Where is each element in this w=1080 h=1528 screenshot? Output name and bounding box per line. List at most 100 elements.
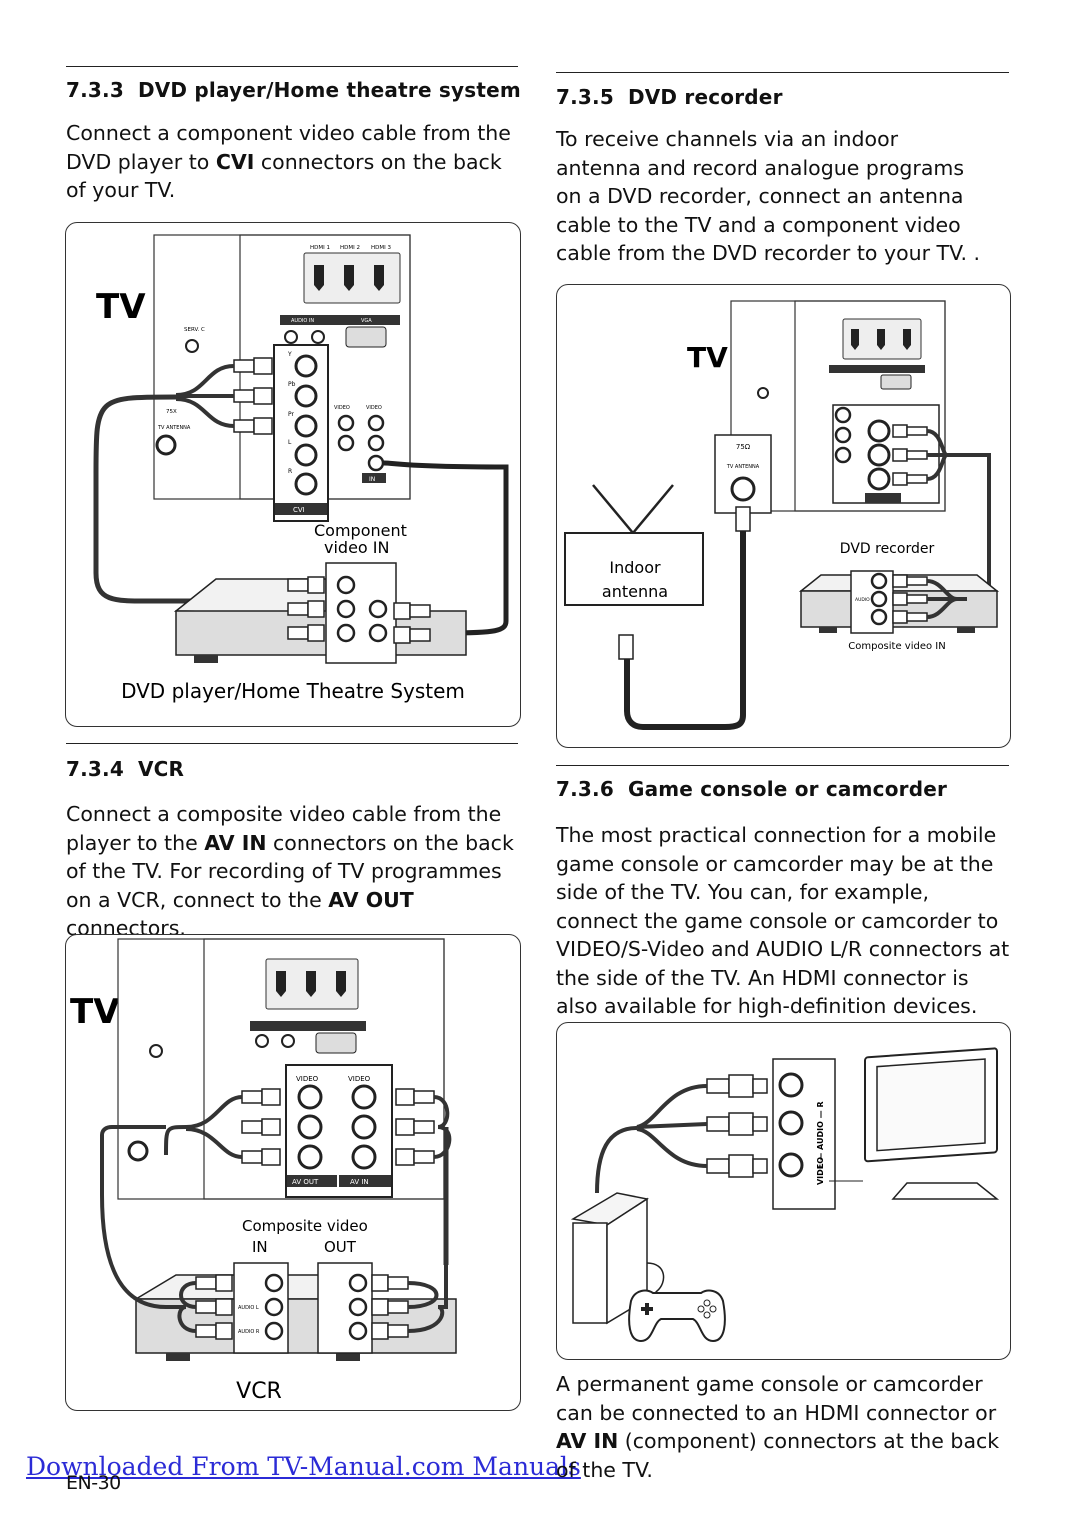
audio-cable (383, 460, 509, 636)
button-icon (703, 1311, 711, 1319)
player-plugs (287, 576, 431, 644)
audio-jack (255, 1034, 269, 1048)
text-part: Connect a component video cable from the… (66, 121, 511, 174)
text-part: connectors on the back of your TV. (66, 149, 502, 203)
button-icon (709, 1305, 717, 1313)
recorder-jack (870, 590, 888, 608)
dpad-icon (641, 1303, 653, 1315)
recorder-jack (870, 608, 888, 626)
figure-game-console: L — AUDIO — R VIDEO (556, 1022, 1011, 1360)
tv-plugs (892, 424, 928, 486)
recorder-plugs (892, 574, 928, 624)
player-jack (336, 623, 356, 643)
audio-label: AUDIO (855, 597, 870, 603)
in-caption: IN (252, 1238, 268, 1256)
hdmi2-label: HDMI 2 (340, 245, 360, 251)
section-title: DVD recorder (627, 85, 783, 109)
hdmi3-label: HDMI 3 (371, 245, 391, 251)
indoor-antenna-box (564, 532, 704, 606)
av-out-bar (287, 1175, 337, 1187)
vcr-plugs (195, 1274, 409, 1340)
in-label: IN (369, 476, 375, 483)
component-jack (834, 446, 852, 464)
section-heading: 7.3.5 DVD recorder (556, 85, 986, 109)
in-video-jack (351, 1084, 377, 1110)
text-part: Connect a composite video cable from the… (66, 802, 502, 855)
console-front (572, 1222, 608, 1324)
section-number: 7.3.4 (66, 757, 124, 781)
section-rule (556, 765, 1009, 766)
audio-vga-bar (250, 1021, 366, 1031)
cvi-bar (275, 503, 327, 515)
video-in-caption: video IN (324, 538, 389, 557)
jack-pb (294, 384, 318, 408)
player-foot (194, 655, 218, 663)
section-title: VCR (137, 757, 185, 781)
vcr-foot (336, 1353, 360, 1361)
section-rule (66, 66, 518, 67)
video-label: VIDEO (366, 405, 382, 411)
video-side-label: VIDEO (816, 1157, 825, 1185)
recorder-foot (957, 627, 975, 633)
cable (164, 1095, 243, 1156)
hdmi-port (877, 329, 885, 350)
text-bold: AV IN (204, 830, 267, 855)
out-r-jack (297, 1144, 323, 1170)
section-title: DVD player/Home theatre system (137, 78, 521, 102)
game-console-diagram: L — AUDIO — R VIDEO (570, 1047, 1000, 1343)
section-text: Connect a component video cable from the… (66, 119, 521, 205)
cable (185, 1127, 243, 1159)
text-bold: AV OUT (328, 887, 414, 912)
serv-jack (149, 1044, 163, 1058)
hdmi-port (276, 971, 286, 997)
section-heading: 7.3.4 VCR (66, 757, 524, 781)
av-in-label: AV IN (350, 1178, 369, 1186)
audio-jack (337, 434, 355, 452)
section-number: 7.3.6 (556, 777, 614, 801)
device-caption: DVD recorder (840, 541, 935, 557)
audio-vga-bar (280, 315, 400, 325)
audio-jack (311, 330, 325, 344)
audio-in-label: AUDIO IN (291, 318, 314, 324)
antenna-plug (735, 506, 751, 532)
recorder-cable (926, 579, 967, 619)
l-label: L (288, 439, 292, 446)
hdmi-port (374, 265, 384, 291)
serv-jack (185, 339, 199, 353)
antenna-jack (730, 476, 756, 502)
download-link[interactable]: Downloaded From TV-Manual.com Manuals (26, 1452, 581, 1481)
vga-port (345, 326, 387, 348)
video-jack (778, 1152, 804, 1178)
audio-l-jack (867, 443, 891, 467)
av-cable (926, 429, 991, 601)
tv-label: TV (96, 287, 146, 327)
vga-port (315, 1032, 357, 1054)
antenna-jack (155, 434, 177, 456)
in-bar (362, 473, 386, 483)
video-label: VIDEO (348, 1075, 371, 1083)
device-caption: VCR (236, 1379, 282, 1404)
jack-y (294, 354, 318, 378)
section-number: 7.3.5 (556, 85, 614, 109)
antenna-rod (592, 484, 634, 534)
game-controller (628, 1289, 726, 1343)
video-label: VIDEO (296, 1075, 319, 1083)
connector-panel (203, 938, 445, 1200)
out-caption: OUT (324, 1238, 357, 1256)
video-jack (367, 414, 385, 432)
r-label: R (288, 468, 292, 475)
player-jack (336, 575, 356, 595)
vcr-foot (166, 1353, 190, 1361)
av-out-label: AV OUT (292, 1178, 319, 1186)
antenna-plug (618, 634, 634, 660)
indoor-label: Indoor (609, 558, 661, 577)
game-cable (595, 1084, 708, 1194)
vcr-jack (264, 1297, 284, 1317)
component-cable (93, 394, 266, 604)
figure-dvd-player: TV HDMI 1 HDMI 2 HDMI 3 AUDIO IN VGA SER… (65, 222, 521, 727)
component-jack (834, 406, 852, 424)
